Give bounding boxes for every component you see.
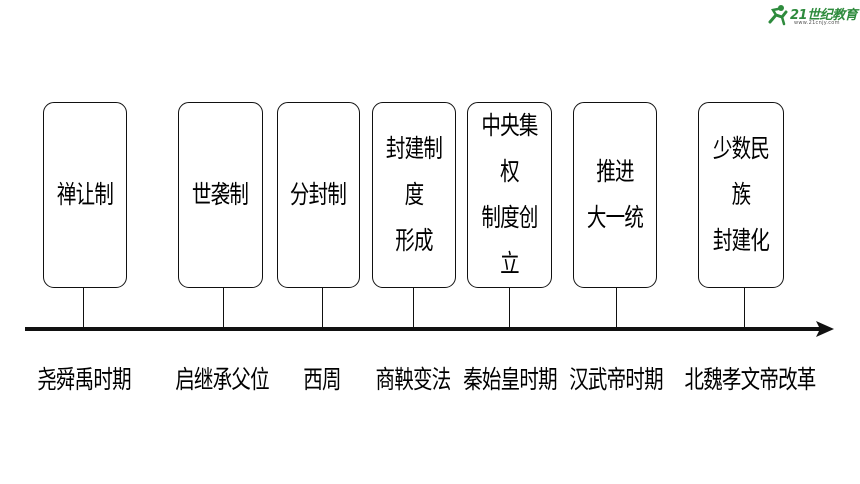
logo-url: www.21cnjy.com (794, 20, 840, 26)
system-name: 分封制 (290, 180, 347, 209)
timeline-connector (744, 288, 745, 329)
system-box: 中央集权 制度创立 (467, 102, 552, 288)
system-name: 禅让制 (56, 180, 114, 209)
runner-icon (768, 5, 788, 26)
period-label: 启继承父位 (175, 365, 269, 394)
timeline-connector (509, 288, 510, 329)
period-label: 汉武帝时期 (569, 365, 663, 394)
brand-logo: 21世纪教育 www.21cnjy.com (764, 2, 858, 30)
timeline-connector (83, 288, 84, 329)
system-box: 少数民族 封建化 (698, 102, 784, 288)
system-box: 推进 大一统 (573, 102, 657, 288)
period-label: 尧舜禹时期 (37, 365, 131, 394)
system-box: 禅让制 (43, 102, 127, 288)
system-name: 中央集权 制度创立 (481, 111, 538, 278)
system-name: 推进 大一统 (586, 157, 644, 232)
system-box: 世袭制 (178, 102, 263, 288)
period-label: 西周 (303, 365, 341, 394)
period-label: 秦始皇时期 (463, 365, 557, 394)
system-box: 分封制 (277, 102, 360, 288)
timeline-connector (616, 288, 617, 329)
system-name: 世袭制 (192, 180, 249, 209)
period-label: 北魏孝文帝改革 (684, 365, 816, 394)
timeline-connector (413, 288, 414, 329)
timeline-connector (322, 288, 323, 329)
logo-name: 21世纪教育 (790, 8, 858, 23)
period-label: 商鞅变法 (375, 365, 452, 394)
system-name: 少数民族 封建化 (712, 134, 770, 255)
system-name: 封建制度 形成 (385, 134, 443, 255)
axis-arrowhead (816, 321, 834, 337)
timeline-connector (223, 288, 224, 329)
system-box: 封建制度 形成 (372, 102, 456, 288)
